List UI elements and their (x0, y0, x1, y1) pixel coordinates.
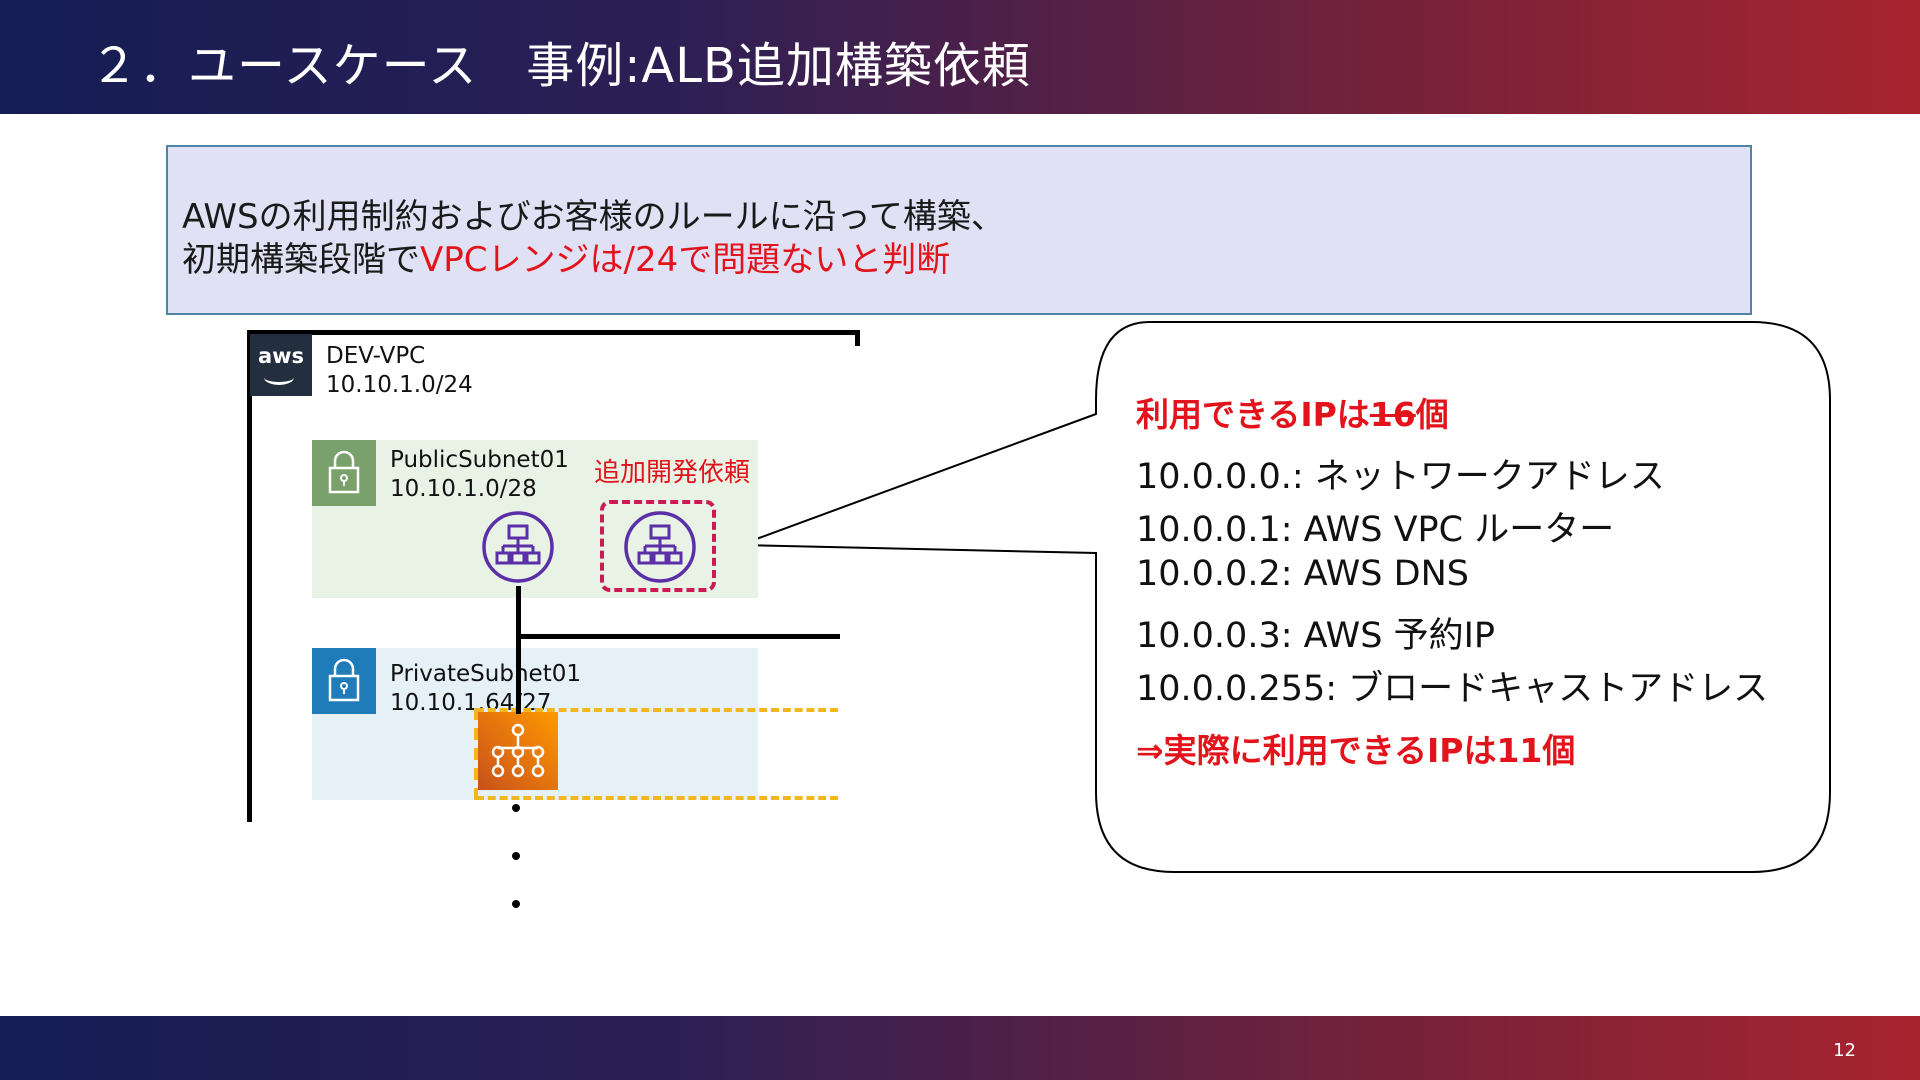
reserved-ip-item: 10.0.0.255: ブロードキャストアドレス (1136, 669, 1769, 709)
vpc-border-left (247, 330, 252, 822)
reserved-ip-item: 10.0.0.3: AWS 予約IP (1136, 616, 1496, 656)
public-subnet-name: PublicSubnet01 (390, 447, 569, 473)
continuation-dot (512, 804, 520, 812)
connector-horizontal (516, 634, 840, 639)
reserved-ip-item: 10.0.0.1: AWS VPC ルーター (1136, 510, 1615, 550)
public-subnet-cidr: 10.10.1.0/28 (390, 476, 537, 502)
aws-smile-icon (264, 370, 294, 385)
vpc-cidr: 10.10.1.0/24 (326, 372, 473, 398)
intro-line-2-prefix: 初期構築段階で (182, 240, 420, 280)
callout-title-struck: 16 (1369, 395, 1416, 434)
reserved-ip-item: 10.0.0.2: AWS DNS (1136, 554, 1469, 594)
intro-line-2: 初期構築段階でVPCレンジは/24で問題ないと判断 (182, 232, 950, 281)
page-number: 12 (1833, 1040, 1856, 1061)
connector-vertical (516, 586, 521, 714)
reserved-ip-item: 10.0.0.0.: ネットワークアドレス (1136, 457, 1665, 497)
intro-line-2-highlight: VPCレンジは/24で問題ないと判断 (420, 240, 951, 280)
auto-scaling-group-left-edge (474, 708, 478, 800)
vpc-border-top (247, 330, 859, 335)
callout-conclusion: ⇒実際に利用できるIPは11個 (1136, 731, 1576, 770)
aws-logo-icon: aws (250, 334, 312, 396)
intro-line-1: AWSの利用制約およびお客様のルールに沿って構築、 (182, 197, 1005, 237)
lock-icon (312, 648, 376, 714)
callout-title-suffix: 個 (1415, 395, 1449, 434)
new-alb-dashed-frame (600, 500, 716, 592)
auto-scaling-group (476, 708, 838, 800)
continuation-dot (512, 900, 520, 908)
slide-title: ２．ユースケース 事例:ALB追加構築依頼 (90, 38, 1031, 94)
continuation-dot (512, 852, 520, 860)
vpc-border-end (855, 330, 860, 346)
footer-bar: 12 (0, 1016, 1920, 1080)
vpc-name: DEV-VPC (326, 343, 426, 369)
callout-title-prefix: 利用できるIPは (1136, 395, 1370, 434)
public-subnet-label: PublicSubnet01 10.10.1.0/28 (390, 446, 569, 504)
aws-logo-text: aws (257, 344, 305, 368)
private-subnet-label: PrivateSubnet01 10.10.1.64/27 (390, 660, 581, 718)
load-balancer-icon (481, 510, 555, 584)
add-request-label: 追加開発依頼 (594, 458, 751, 488)
vpc-label: DEV-VPC 10.10.1.0/24 (326, 342, 473, 400)
lock-icon (312, 440, 376, 506)
header-bar: ２．ユースケース 事例:ALB追加構築依頼 (0, 0, 1920, 114)
intro-box: AWSの利用制約およびお客様のルールに沿って構築、 初期構築段階でVPCレンジは… (166, 145, 1752, 315)
callout-title: 利用できるIPは16個 (1136, 388, 1449, 436)
private-subnet-name: PrivateSubnet01 (390, 661, 581, 687)
auto-scaling-icon (478, 712, 558, 790)
load-balancer-icon (623, 510, 697, 584)
